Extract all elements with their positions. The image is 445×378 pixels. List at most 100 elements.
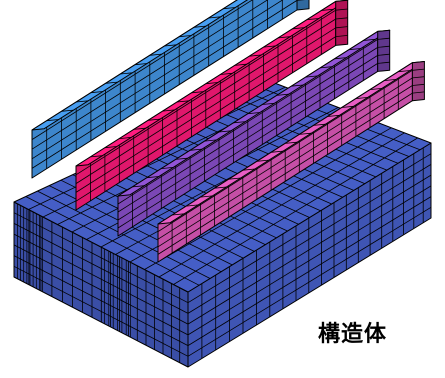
wall-3-top-face-grid-u — [319, 66, 333, 69]
wall-3-top-face-grid-u — [334, 57, 347, 60]
foundation-top-face-grid-v — [173, 137, 419, 285]
wall-4-top-face-grid-u — [242, 168, 255, 171]
foundation-right-face-grid-v — [187, 196, 432, 346]
wall-3-front-face-grid-v — [117, 39, 378, 205]
wall-3-top-face-grid-u — [348, 48, 361, 51]
foundation-left-face-grid-v — [13, 223, 189, 314]
wall-1-top-face-grid-u — [120, 72, 133, 75]
wall-3-top-face-grid-u — [204, 139, 217, 142]
wall-4-end-face-grid-v — [412, 91, 425, 94]
wall-2-end-face — [335, 0, 349, 46]
wall-2-end-face-grid-v — [335, 35, 348, 37]
wall-1 — [31, 0, 310, 179]
wall-2-top-face-grid-u — [263, 45, 276, 48]
wall-2-end-face-grid-v — [335, 8, 348, 11]
wall-3-top-face-grid-u — [305, 75, 318, 78]
wall-2-top-face-grid-u — [119, 137, 132, 139]
foundation-left-face-grid-v — [13, 233, 189, 325]
wall-1-top-face-grid-u — [105, 81, 118, 84]
wall-4-end-face-grid-v — [412, 83, 425, 86]
wall-3 — [117, 29, 391, 237]
foundation-right-face-grid-v — [187, 185, 432, 336]
wall-1-top-face-grid-u — [90, 91, 103, 94]
wall-1-top-face — [31, 0, 249, 131]
foundation-left-face-grid-v — [13, 265, 189, 357]
wall-2-top-face-grid-u — [148, 118, 161, 121]
wall-3-top-face-grid-u — [363, 38, 376, 41]
wall-1-front-face-grid-v — [31, 0, 284, 160]
wall-2-top-face-grid-u — [292, 27, 305, 30]
wall-4-top-face-grid-u — [327, 114, 340, 117]
wall-1-top-face-grid-u — [208, 16, 221, 19]
wall-2-top-face-grid-u — [306, 18, 319, 21]
wall-4-top-face-grid-u — [256, 159, 269, 162]
foundation-right-face-grid-v — [187, 153, 432, 304]
wall-2-top-face-grid-u — [90, 155, 103, 158]
wall-1-top-face-grid-u — [179, 35, 192, 38]
wall-2-front-face-grid-v — [75, 36, 336, 202]
wall-1-end-face — [296, 0, 310, 11]
wall-2 — [75, 0, 349, 211]
wall-4-top-face-grid-u — [172, 213, 185, 216]
wall-4-top-face-grid-u — [200, 195, 213, 198]
wall-4-top-face-grid-u — [355, 97, 368, 99]
wall-4-top-face-grid-u — [285, 141, 298, 144]
foundation-right-face-grid-v — [187, 164, 432, 314]
wall-3-top-face-grid-u — [276, 93, 289, 96]
wall-2-top-face-grid-u — [104, 146, 117, 149]
wall-2-top-face-grid-u — [176, 100, 190, 103]
wall-3-top-face-grid-u — [218, 130, 232, 133]
wall-1-front-face-grid-v — [31, 0, 269, 150]
wall-4-end-face — [411, 61, 425, 102]
wall-3-end-face-grid-v — [377, 61, 390, 64]
wall-1-front-face-grid-v — [31, 0, 298, 169]
wall-3-top-face-grid-u — [132, 185, 145, 188]
wall-4-top-face-grid-u — [341, 105, 354, 108]
foundation-left-face-grid-v — [13, 212, 189, 304]
wall-3-front-face-grid-v — [117, 63, 378, 229]
wall-4-top-face-grid-u — [186, 204, 199, 207]
wall-3-top-face-grid-u — [291, 84, 304, 87]
wall-2-top-face-grid-u — [133, 127, 146, 130]
wall-1-top-face-grid-u — [76, 100, 89, 103]
wall-1-top-face-grid-u — [135, 63, 148, 66]
wall-1-front-face-grid-v — [31, 0, 253, 140]
wall-4-front-face-grid-v — [157, 85, 413, 248]
wall-2-front-face-grid-v — [75, 27, 336, 193]
wall-3-end-face-grid-v — [377, 37, 390, 40]
wall-4-end-face-grid-v — [412, 68, 425, 71]
foundation-right-face-grid-v — [187, 206, 432, 357]
wall-2-top-face-grid-u — [162, 109, 175, 112]
wall-2-top-face-grid-u — [220, 72, 233, 75]
wall-4-top-face-grid-u — [369, 88, 383, 90]
wall-3-end-face-grid-v — [377, 53, 390, 56]
wall-4-end-face-grid-v — [412, 76, 425, 79]
wall-1-top-face-grid-u — [223, 7, 236, 10]
wall-2-front-face-grid-v — [75, 18, 336, 184]
wall-1-top-face-grid-u — [46, 119, 59, 122]
wall-2-top-face-grid-u — [321, 8, 334, 11]
wall-3-top-face-grid-u — [161, 167, 174, 169]
wall-2-top-face-grid-u — [205, 82, 218, 85]
structure-label: 構造体 — [318, 322, 388, 347]
wall-3-front-face-grid-v — [117, 47, 378, 213]
wall-4-top-face-grid-u — [313, 123, 326, 126]
wall-3-top-face-grid-u — [247, 112, 260, 115]
wall-4-top-face-grid-u — [299, 132, 312, 135]
wall-3-top-face-grid-u — [262, 102, 275, 105]
wall-4-front-face-grid-v — [157, 77, 413, 240]
wall-4-front-face-grid-v — [157, 69, 413, 232]
wall-1-top-face-grid-u — [164, 44, 177, 47]
wall-3-front-face-grid-v — [117, 55, 378, 221]
wall-2-top-face-grid-u — [277, 36, 291, 39]
wall-1-top-face-grid-u — [193, 25, 206, 28]
wall-blocks — [31, 0, 425, 263]
wall-4-top-face-grid-u — [228, 177, 241, 180]
wall-2-top-face-grid-u — [234, 63, 247, 66]
wall-2-top-face-grid-u — [249, 54, 262, 57]
wall-4-top-face-grid-u — [398, 70, 411, 73]
wall-3-top-face-grid-u — [233, 121, 246, 124]
foundation-left-face-grid-v — [13, 244, 189, 336]
wall-3-end-face — [377, 29, 391, 72]
